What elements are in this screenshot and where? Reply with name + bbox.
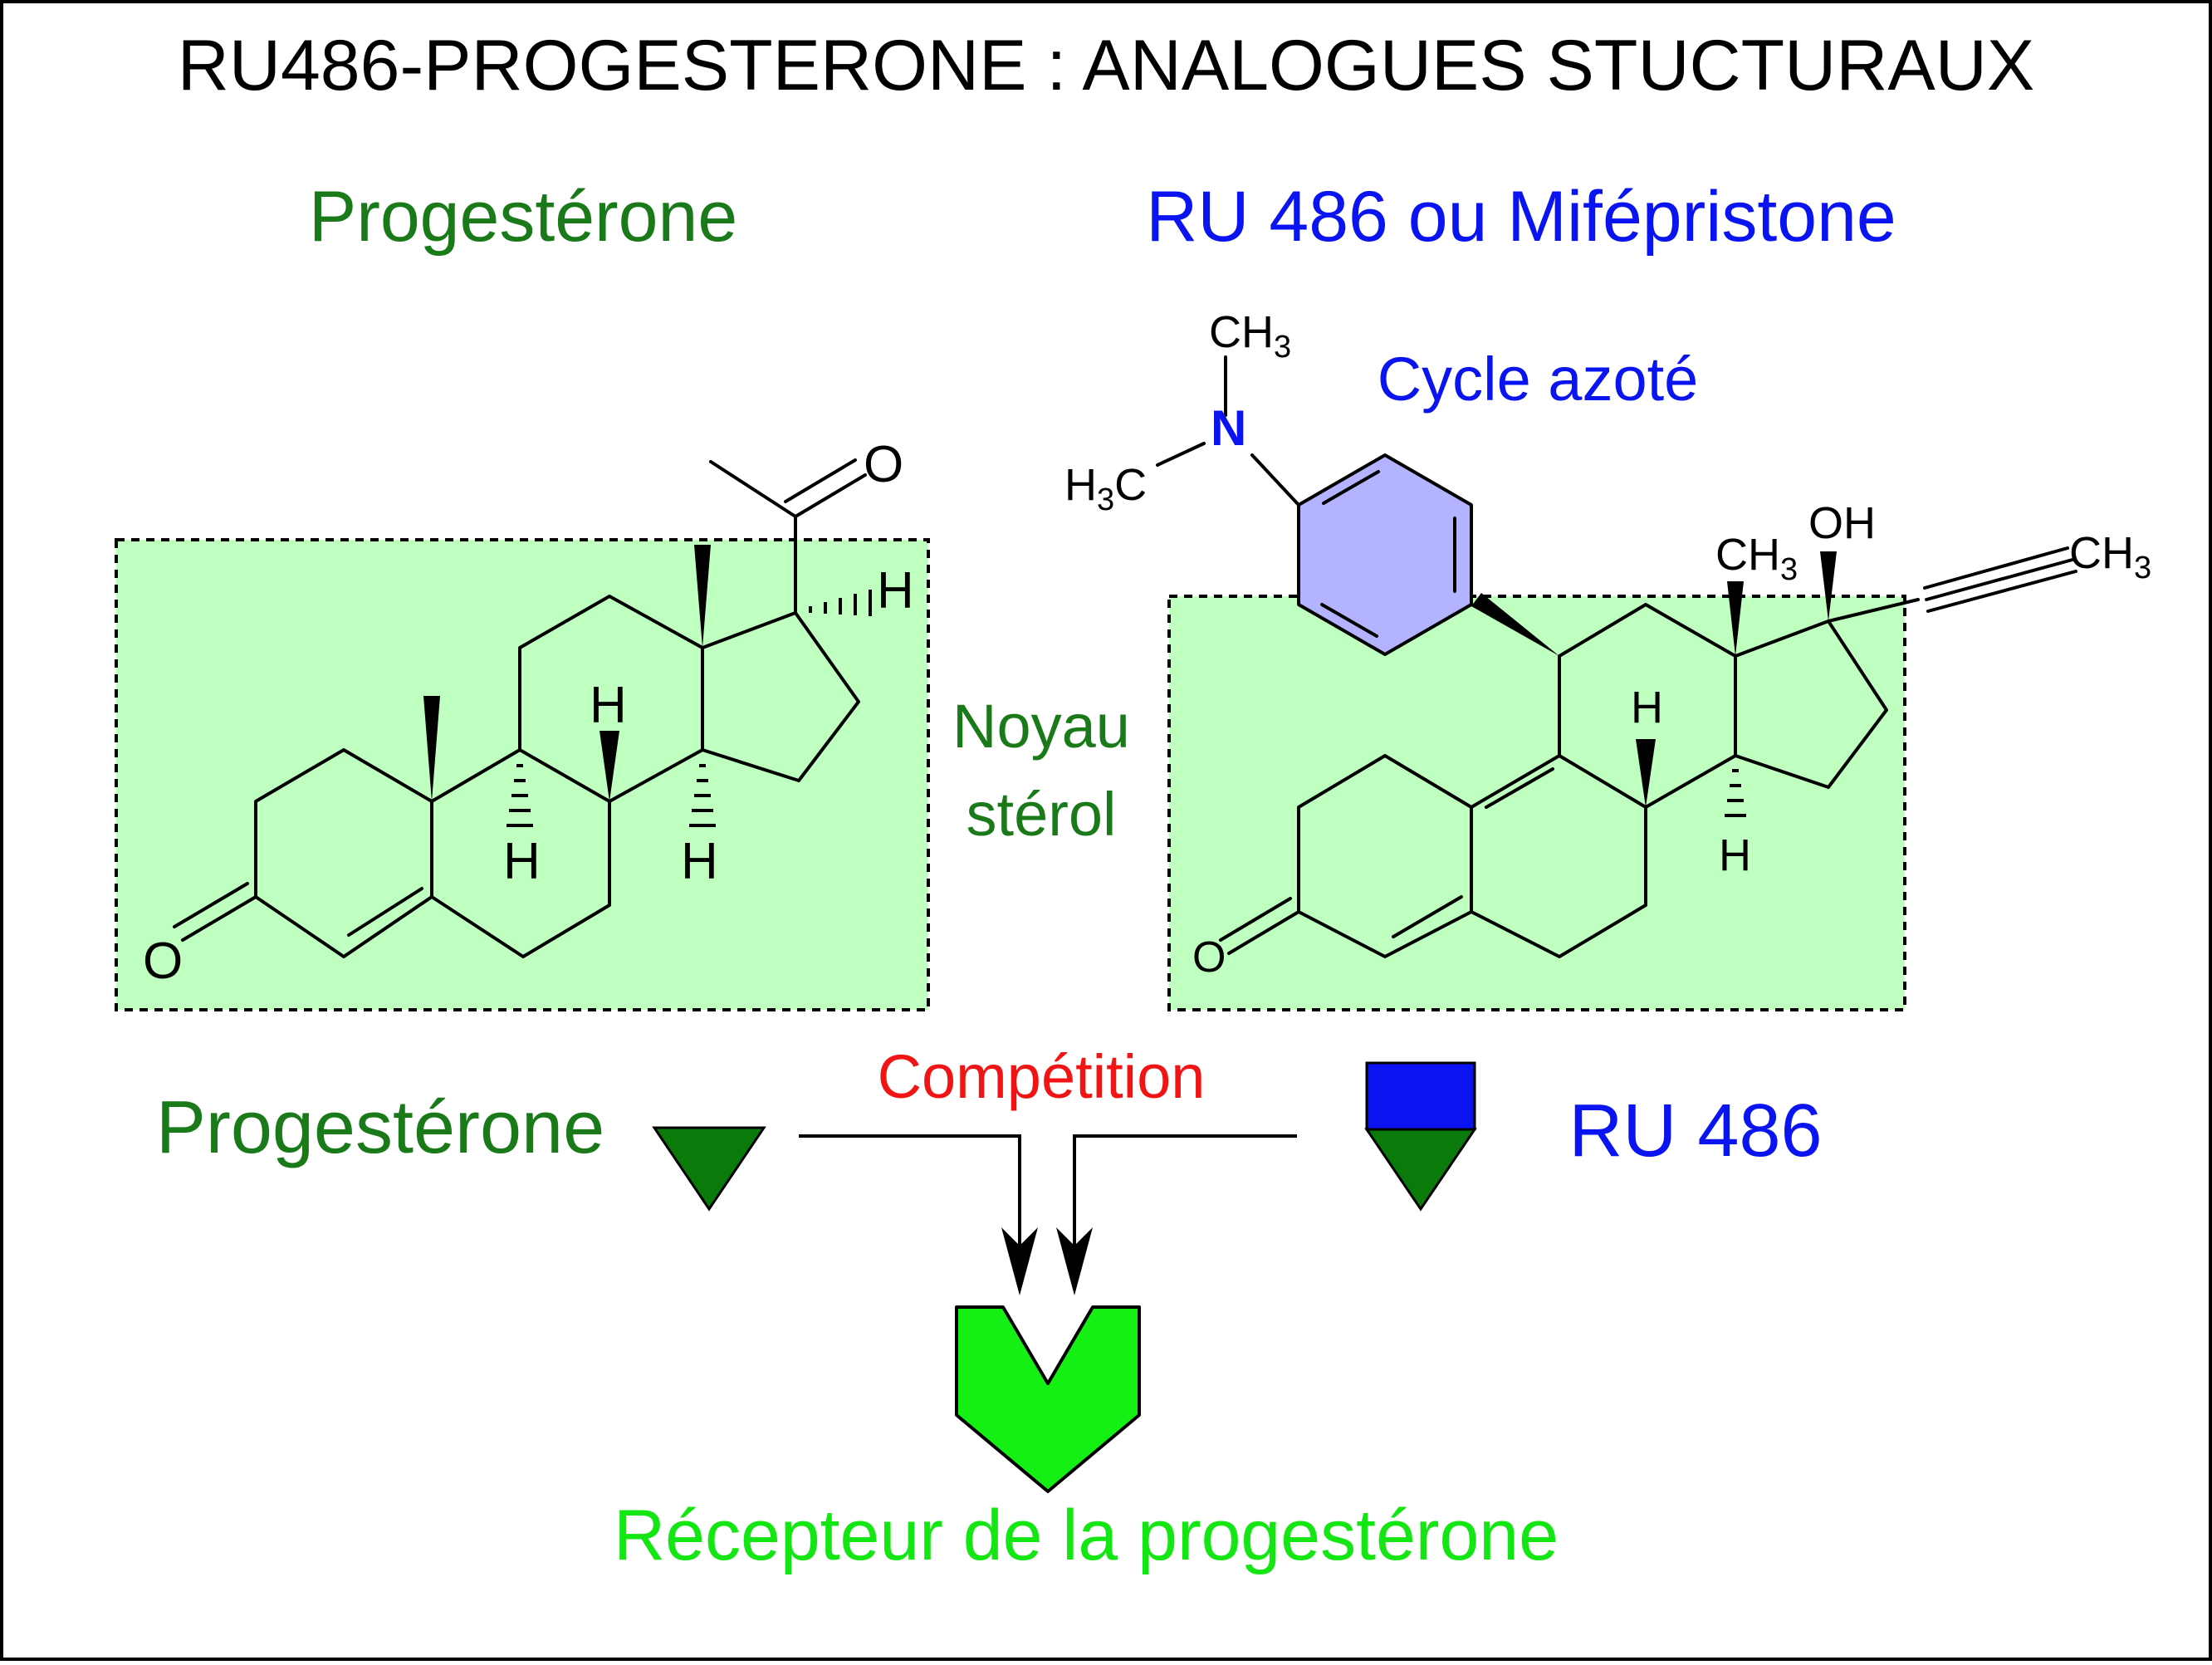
ru486-atom-h3c-left: H3C: [1064, 460, 1147, 517]
progesterone-atoms: O O H H H H: [143, 436, 914, 990]
ru486-ligand-green-triangle: [1364, 1128, 1477, 1212]
ru486-carbonyl-1: [1227, 910, 1300, 955]
prog-double-bond-c4c5: [347, 887, 423, 937]
ru486-atom-ch3-propynyl: CH3: [2069, 528, 2151, 585]
page-title: RU486-PROGESTERONE : ANALOGUES STUCTURAU…: [178, 26, 2034, 105]
ru486-structure: [1156, 355, 2077, 958]
ru486-wedge-oh: [1820, 551, 1837, 621]
prog-ring-b: [430, 748, 611, 958]
ru486-aromatic-inner-bonds: [1320, 470, 1456, 638]
label-cycle-azote: Cycle azoté: [1378, 345, 1699, 414]
prog-atom-o3: O: [143, 933, 183, 990]
heading-progesterone: Progestérone: [309, 177, 737, 257]
label-competition: Compétition: [878, 1042, 1206, 1111]
progesterone-ligand-shape: [652, 1126, 766, 1212]
prog-ketone-bond-1: [794, 473, 867, 518]
ru486-double-bond-c9c10: [1485, 767, 1554, 809]
ru486-stereo: [1471, 551, 1837, 807]
ru486-double-bond-c4c5: [1392, 895, 1463, 938]
progesterone-structure: [173, 458, 867, 958]
progesterone-hashes: [507, 590, 872, 827]
ru486-carbonyl-2: [1219, 897, 1292, 942]
ru486-wedge-aryl: [1471, 593, 1559, 656]
arrow-ru486-line: [1073, 1134, 1297, 1254]
prog-ring-d: [701, 611, 860, 782]
competition-arrows: [799, 1134, 1297, 1254]
ru486-ligand-blue-block: [1365, 1061, 1476, 1131]
prog-wedge-c18-methyl: [694, 545, 711, 648]
ru486-atoms: CH3 H3C N CH3 OH CH3 O H H: [1064, 307, 2151, 982]
ru486-atom-oh: OH: [1808, 498, 1876, 548]
heading-ru486: RU 486 ou Mifépristone: [1146, 177, 1896, 257]
ru486-atom-h8: H: [1631, 683, 1663, 732]
arrow-progesterone-head: [1001, 1227, 1038, 1295]
ru486-atom-o3: O: [1192, 933, 1226, 982]
prog-carbonyl-bond-2: [173, 882, 249, 928]
arrow-ru486-head: [1056, 1227, 1093, 1295]
prog-ketone-bond-2: [784, 458, 857, 503]
label-ru486-ligand: RU 486: [1568, 1090, 1822, 1173]
label-progesterone-ligand: Progestérone: [156, 1086, 604, 1169]
ru486-atom-ch3-c18: CH3: [1715, 530, 1798, 587]
ru486-atom-h14: H: [1719, 830, 1751, 880]
progesterone-receptor-shape: [955, 1305, 1141, 1493]
label-noyau: Noyau: [952, 692, 1130, 761]
ru486-aryl-n-bond: [1250, 453, 1300, 507]
prog-carbonyl-bond-1: [181, 895, 257, 942]
prog-atom-h8: H: [590, 677, 627, 734]
sterol-core-box-progesterone: [115, 538, 930, 1011]
prog-atom-h9: H: [503, 833, 541, 890]
sterol-core-box-ru486: [1167, 595, 1906, 1011]
prog-atom-h17: H: [877, 562, 914, 619]
prog-wedge-h8: [599, 731, 619, 801]
ru486-atom-n: N: [1211, 400, 1246, 456]
prog-atom-h14: H: [681, 833, 718, 890]
label-sterol: stérol: [967, 780, 1117, 849]
prog-wedge-c19-methyl: [423, 696, 440, 801]
ru486-n-ch3-left-bond: [1156, 442, 1206, 467]
ru486-wedge-h8: [1636, 739, 1656, 807]
ru486-atom-ch3-top: CH3: [1209, 307, 1291, 365]
label-recepteur: Récepteur de la progestérone: [614, 1496, 1559, 1575]
ru486-hashes: [1725, 769, 1746, 817]
arrow-progesterone-line: [799, 1134, 1021, 1254]
progesterone-stereo: [423, 545, 711, 801]
ru486-wedge-c18-methyl: [1727, 581, 1744, 656]
prog-ring-c: [518, 595, 704, 803]
prog-atom-o20: O: [864, 436, 903, 493]
prog-methyl-ketone-bond: [709, 460, 797, 518]
